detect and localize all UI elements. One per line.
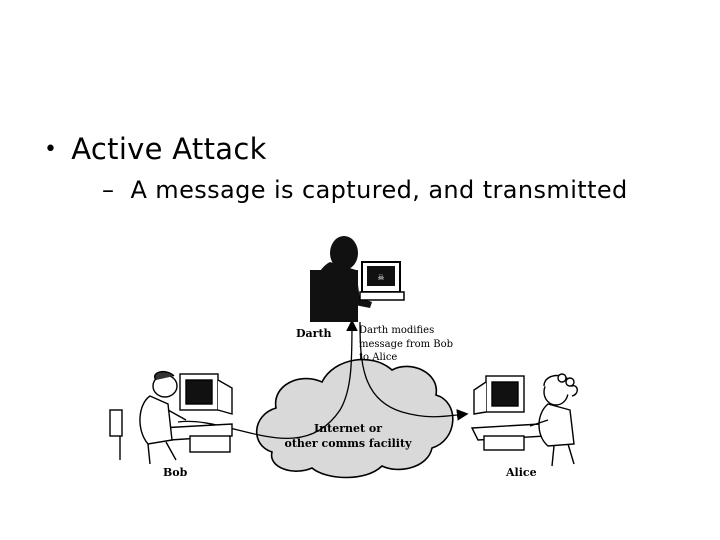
bullet-active-attack: • Active Attack <box>44 132 267 166</box>
cloud-shape <box>255 358 454 479</box>
cloud-label-line2: other comms facility <box>285 437 413 450</box>
bob-label: Bob <box>163 466 188 479</box>
darth-note-line1: Darth modifies <box>359 325 434 336</box>
arrow-darth-to-alice <box>359 321 469 421</box>
alice-label: Alice <box>505 466 537 479</box>
bullet-marker: • <box>44 136 58 162</box>
darth-note-line2: message from Bob <box>359 339 453 350</box>
internet-cloud: Internet or other comms facility <box>255 358 454 479</box>
bullet-text: Active Attack <box>71 132 267 166</box>
sub-bullet: – A message is captured, and transmitted <box>102 176 628 204</box>
darth-label: Darth <box>296 327 332 340</box>
sub-bullet-marker: – <box>102 176 115 204</box>
cloud-label-line1: Internet or <box>314 422 382 435</box>
sub-bullet-text: A message is captured, and transmitted <box>130 176 628 204</box>
bob-figure <box>109 370 233 465</box>
darth-figure: ☠ <box>310 236 405 322</box>
darth-note-line3: to Alice <box>359 352 397 363</box>
svg-text:☠: ☠ <box>377 273 384 282</box>
alice-figure <box>470 373 578 467</box>
